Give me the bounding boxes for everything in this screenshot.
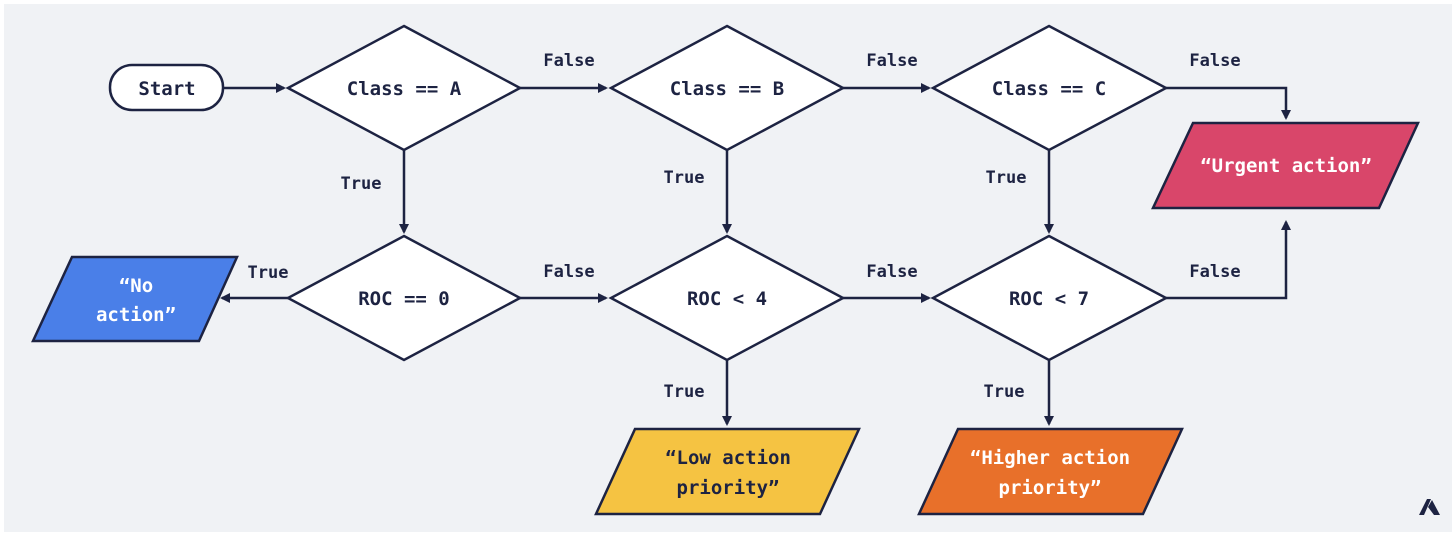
- brand-logo-icon: [1419, 499, 1440, 515]
- decision-roc-4: [608, 234, 846, 362]
- decision-class-a: [285, 24, 523, 152]
- decision-roc-0-label: ROC == 0: [358, 288, 450, 310]
- edge-label-roc4-false: False: [866, 262, 917, 282]
- decision-class-b-label: Class == B: [670, 78, 784, 100]
- output-low-action-priority: [594, 427, 861, 516]
- edge-label-class-c-false: False: [1189, 51, 1240, 71]
- decision-roc-7-label: ROC < 7: [1009, 288, 1089, 310]
- low-action-label-line2: priority”: [677, 477, 780, 499]
- edge-roc7-false: [1166, 220, 1291, 300]
- no-action-label-line1: “No: [119, 275, 153, 297]
- output-urgent-action: [1151, 121, 1420, 210]
- higher-action-label-line2: priority”: [999, 477, 1102, 499]
- edge-label-roc0-false: False: [543, 262, 594, 282]
- edge-label-roc0-true: True: [248, 263, 289, 283]
- decision-roc-7: [930, 234, 1169, 362]
- edge-label-class-a-false: False: [543, 51, 594, 71]
- decision-roc-4-label: ROC < 4: [687, 288, 767, 310]
- decision-class-c: [930, 24, 1169, 152]
- edge-class-c-false: [1166, 86, 1291, 120]
- urgent-action-label: “Urgent action”: [1200, 155, 1372, 177]
- edge-label-roc7-false: False: [1189, 262, 1240, 282]
- no-action-label-line2: action”: [96, 304, 176, 326]
- output-no-action: [31, 255, 239, 343]
- start-node: [108, 63, 225, 112]
- low-action-label-line1: “Low action: [665, 447, 791, 469]
- edge-label-class-c-true: True: [986, 168, 1027, 188]
- decision-class-c-label: Class == C: [992, 78, 1106, 100]
- output-higher-action-priority: [917, 427, 1184, 516]
- edge-label-roc7-true: True: [984, 382, 1025, 402]
- decision-roc-0: [285, 234, 523, 362]
- edge-label-class-b-false: False: [866, 51, 917, 71]
- decision-class-b: [608, 24, 846, 152]
- edge-label-class-b-true: True: [664, 168, 705, 188]
- start-label: Start: [138, 78, 195, 100]
- decision-class-a-label: Class == A: [347, 78, 462, 100]
- edge-label-roc4-true: True: [664, 382, 705, 402]
- edge-label-class-a-true: True: [341, 174, 382, 194]
- higher-action-label-line1: “Higher action: [970, 447, 1130, 469]
